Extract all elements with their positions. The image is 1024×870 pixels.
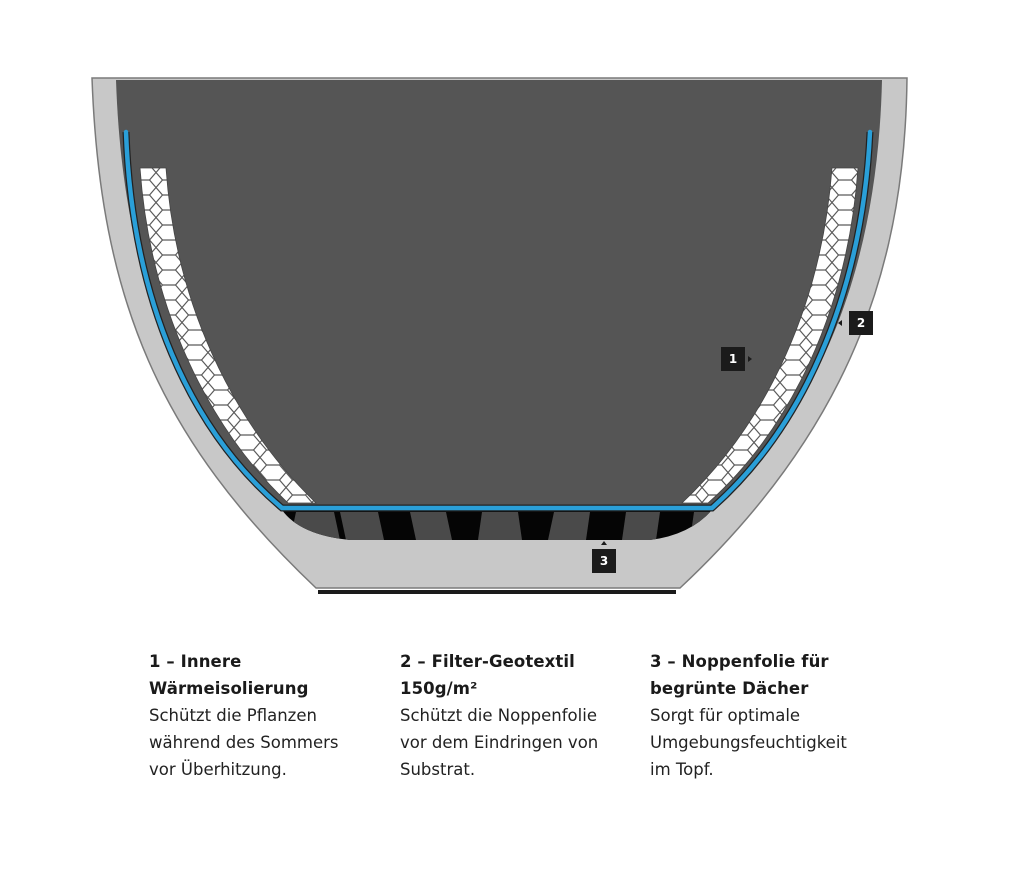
legend-item-drainage-mat: 3 – Noppenfolie für begrünte Dächer Sorg…	[650, 648, 890, 783]
callout-2-arrow-icon	[838, 320, 842, 326]
drainage-mat-layer	[282, 510, 712, 540]
legend-description-line: vor Überhitzung.	[149, 760, 287, 779]
planter-cross-section-diagram: 1 2 3	[91, 77, 908, 594]
insulation-right	[680, 167, 859, 504]
legend-description-line: Sorgt für optimale	[650, 706, 801, 725]
legend-title-line: 3 – Noppenfolie für	[650, 652, 829, 671]
legend-description-line: während des Sommers	[149, 733, 339, 752]
legend-item-insulation: 1 – Innere Wärmeisolierung Schützt die P…	[149, 648, 389, 783]
legend-title-line: 1 – Innere	[149, 652, 242, 671]
legend-title-line: 150g/m²	[400, 679, 478, 698]
legend-title-line: begrünte Dächer	[650, 679, 809, 698]
callout-1-badge: 1	[721, 347, 745, 371]
legend-description-line: Schützt die Noppenfolie	[400, 706, 597, 725]
legend-item-geotextile: 2 – Filter-Geotextil 150g/m² Schützt die…	[400, 648, 640, 783]
legend-description-line: Substrat.	[400, 760, 476, 779]
callout-3-arrow-icon	[601, 541, 607, 545]
legend-description-line: Schützt die Pflanzen	[149, 706, 317, 725]
legend-title-line: Wärmeisolierung	[149, 679, 309, 698]
callout-1-arrow-icon	[748, 356, 752, 362]
callout-3-badge: 3	[592, 549, 616, 573]
legend-title-line: 2 – Filter-Geotextil	[400, 652, 575, 671]
callout-2-badge: 2	[849, 311, 873, 335]
legend-description-line: im Topf.	[650, 760, 714, 779]
legend-description-line: vor dem Eindringen von	[400, 733, 599, 752]
pot-base-bar	[318, 590, 676, 594]
legend: 1 – Innere Wärmeisolierung Schützt die P…	[0, 648, 1024, 828]
insulation-left	[139, 167, 317, 504]
legend-description-line: Umgebungsfeuchtigkeit	[650, 733, 847, 752]
substrate-fill	[116, 80, 882, 515]
